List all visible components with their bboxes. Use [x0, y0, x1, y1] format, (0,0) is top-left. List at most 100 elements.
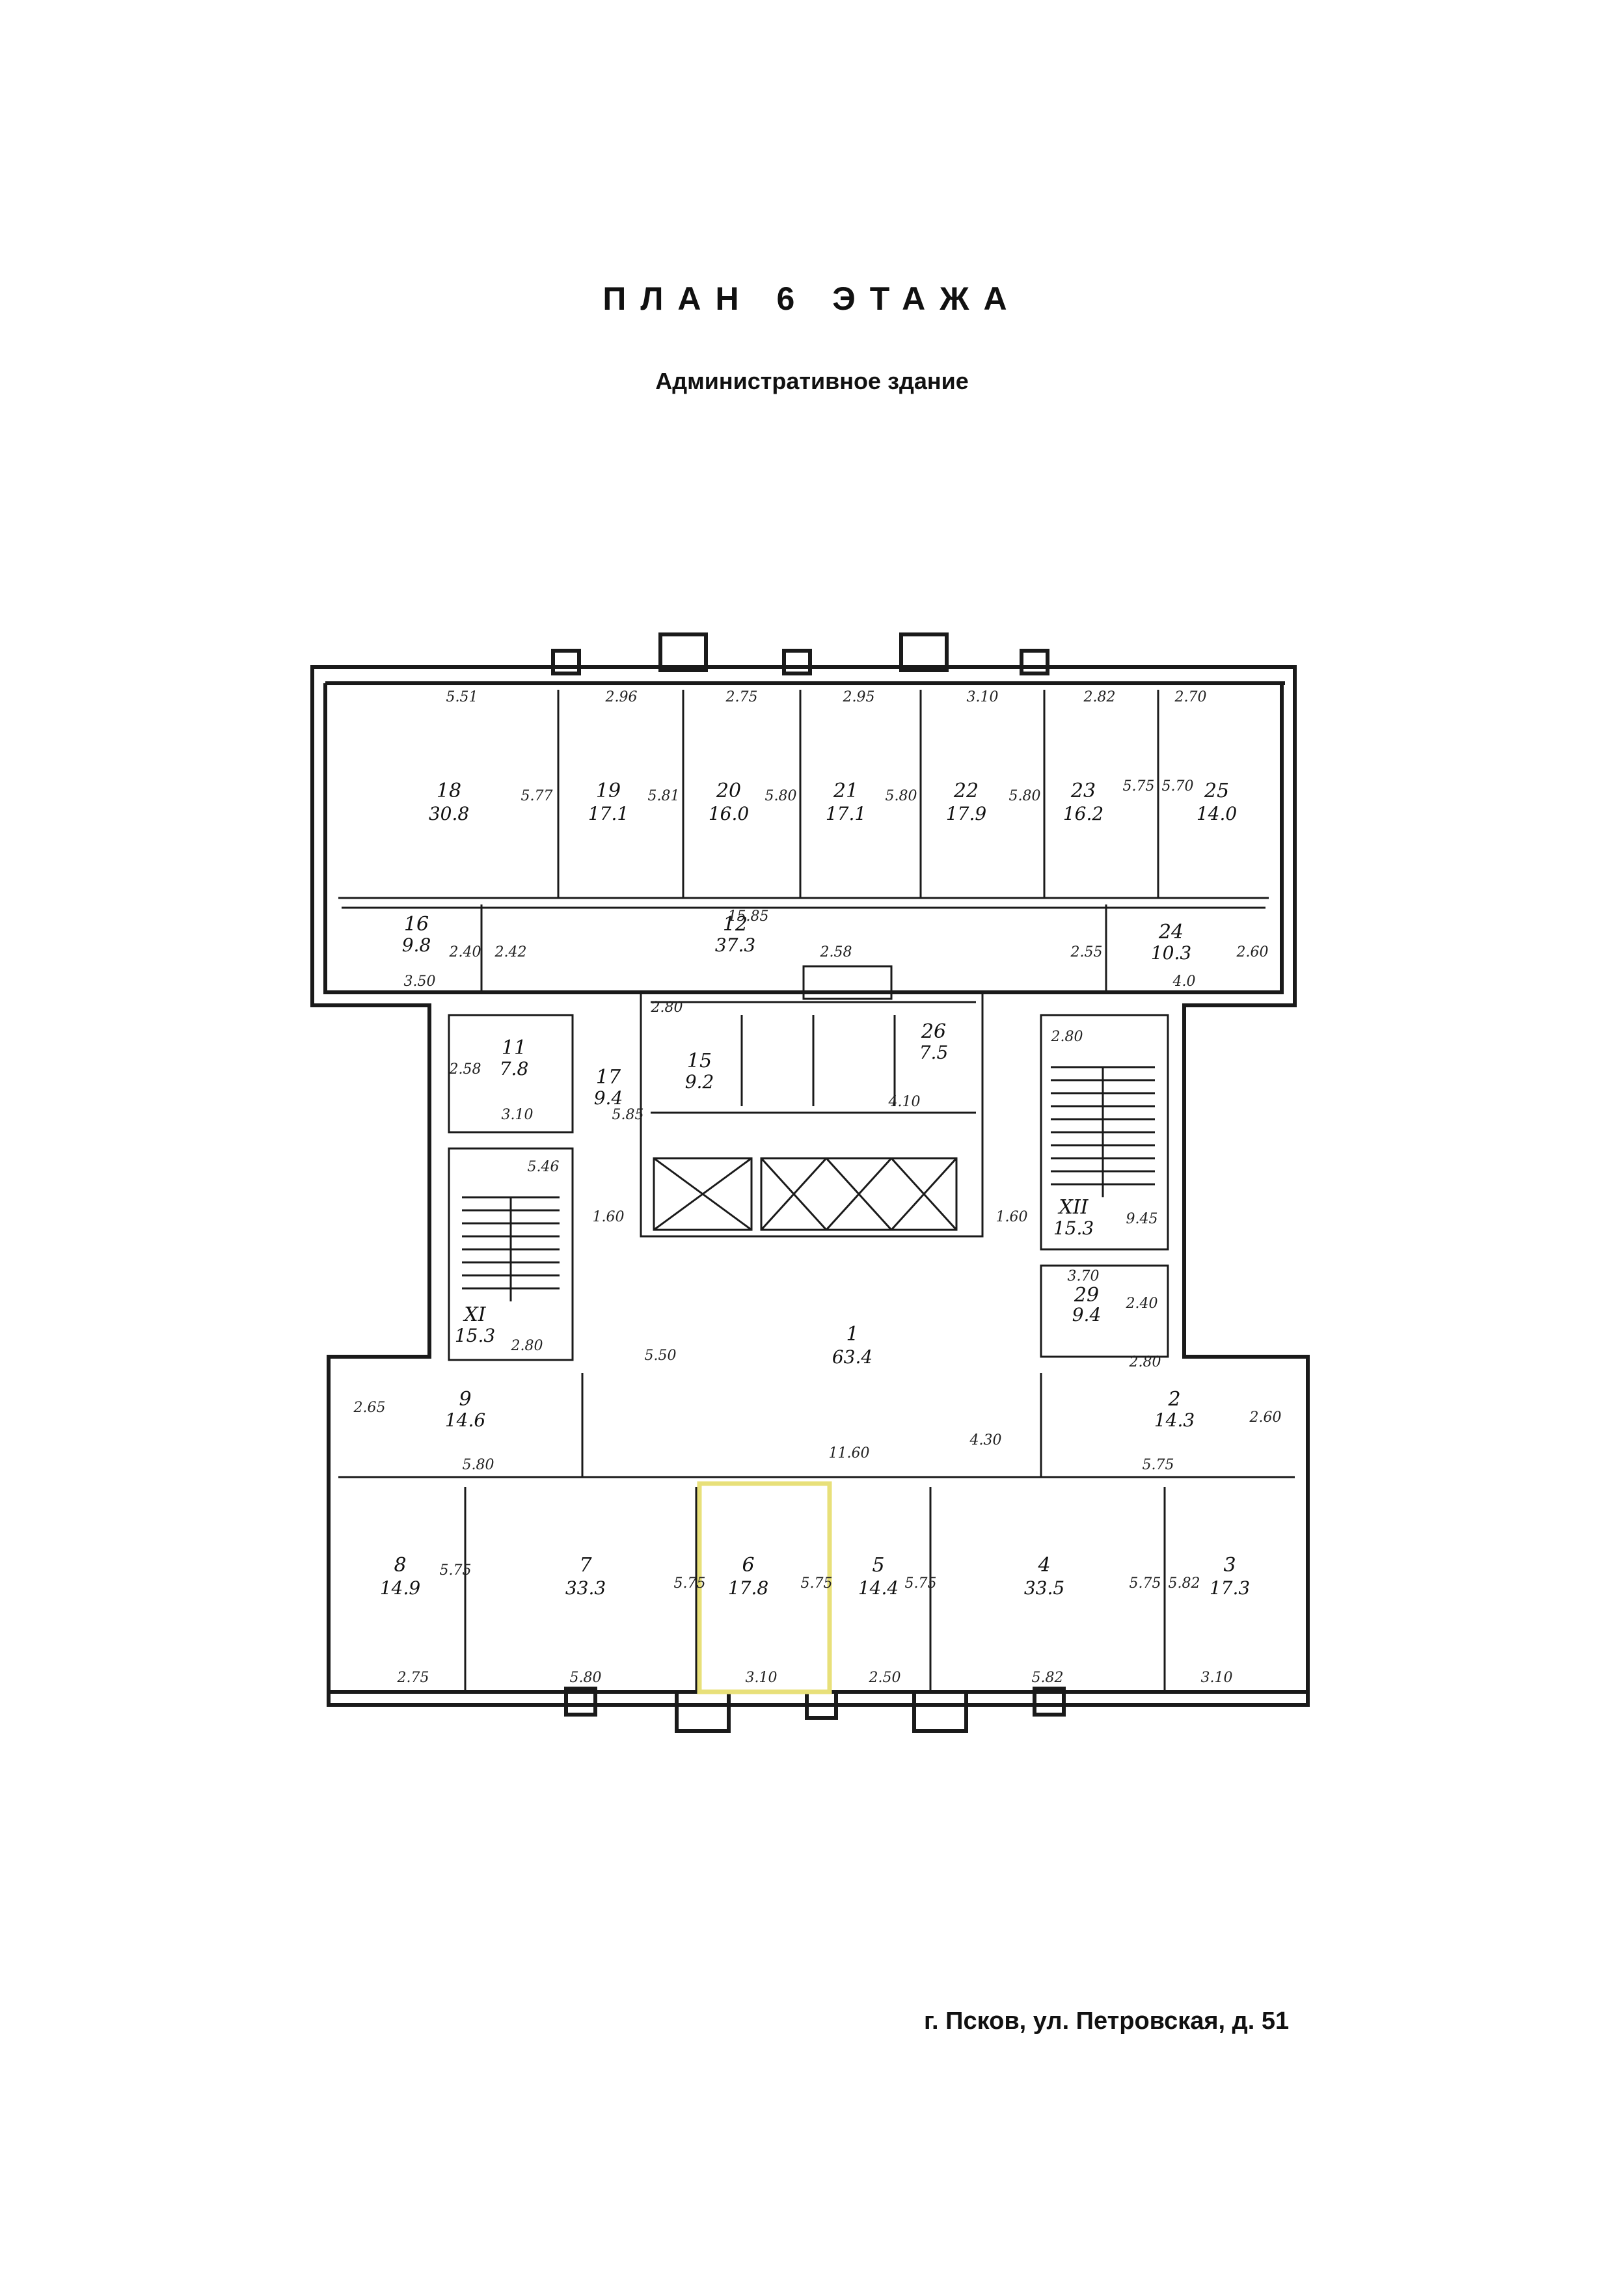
dim-label: 2.55	[1070, 944, 1103, 960]
room-num: 22	[953, 780, 979, 802]
room-num: 6	[742, 1554, 754, 1577]
room-area: 9.2	[685, 1071, 714, 1093]
dim-label: 2.65	[353, 1400, 386, 1416]
dim-label: 5.50	[645, 1348, 677, 1364]
dim-label: 3.10	[967, 689, 999, 705]
dim-label: 9.45	[1126, 1211, 1158, 1227]
room-area: 14.6	[445, 1409, 485, 1431]
dim-label: 2.80	[511, 1338, 543, 1354]
dim-label: 5.77	[521, 788, 553, 804]
plan-subtitle: Административное здание	[655, 368, 969, 394]
dim-label: 3.70	[1068, 1268, 1100, 1284]
dim-label: 2.95	[843, 689, 875, 705]
room-num: 4	[1037, 1554, 1050, 1577]
dim-label: 4.10	[888, 1094, 921, 1110]
room-area: 14.3	[1154, 1409, 1195, 1431]
dim-label: 3.50	[404, 973, 436, 990]
dimension-labels: 5.51 2.96 2.75 2.95 3.10 2.82 2.70 5.77 …	[353, 689, 1282, 1686]
dim-label: 2.96	[605, 689, 638, 705]
room-area: 17.1	[588, 803, 629, 824]
dim-label: 5.46	[528, 1159, 560, 1175]
dim-label: 5.80	[1009, 788, 1041, 804]
room-num: 20	[716, 780, 741, 802]
dim-label: 2.80	[1051, 1029, 1083, 1045]
dim-label: 5.75	[801, 1575, 833, 1592]
room-area: 17.3	[1210, 1577, 1250, 1599]
room-area: 30.8	[429, 803, 469, 824]
room-area: 17.9	[946, 803, 986, 824]
room-num: 12	[723, 913, 748, 936]
room-area: 16.2	[1063, 803, 1103, 824]
dim-label: 2.58	[449, 1061, 481, 1078]
dim-label: 5.75	[440, 1562, 472, 1579]
room-area: 9.4	[1072, 1304, 1102, 1325]
room-area: 14.9	[380, 1577, 420, 1599]
dim-label: 5.80	[765, 788, 797, 804]
dim-label: 15.85	[728, 908, 769, 925]
room-area: 14.0	[1197, 803, 1237, 824]
room-area: 10.3	[1151, 942, 1191, 964]
room-num: 9	[459, 1388, 471, 1411]
dim-label: 5.75	[1123, 778, 1155, 795]
dim-label: 2.60	[1249, 1409, 1282, 1426]
room-num: 25	[1204, 780, 1229, 802]
room-area: 63.4	[832, 1346, 873, 1368]
room-num: 8	[394, 1554, 406, 1577]
dim-label: 5.82	[1032, 1670, 1064, 1686]
dim-label: 5.82	[1169, 1575, 1200, 1592]
room-area: 33.3	[565, 1577, 606, 1599]
room-num: 16	[404, 913, 429, 936]
room-area: 16.0	[709, 803, 749, 824]
dim-label: 2.80	[651, 999, 683, 1016]
room-num: 19	[596, 780, 621, 802]
room-num: 26	[921, 1020, 946, 1043]
room-num: XII	[1057, 1196, 1089, 1219]
dim-label: 2.75	[725, 689, 758, 705]
dim-label: 2.80	[1129, 1354, 1161, 1370]
room-num: 17	[596, 1066, 621, 1089]
room-num: 29	[1074, 1284, 1099, 1307]
dim-label: 2.40	[449, 944, 481, 960]
plan-title: ПЛАН 6 ЭТАЖА	[602, 280, 1022, 317]
room-num: 3	[1223, 1554, 1236, 1577]
dim-label: 4.30	[969, 1432, 1002, 1448]
room-num: 1	[846, 1323, 858, 1346]
room-num: 24	[1158, 921, 1184, 944]
room-num: 11	[502, 1037, 526, 1059]
room-area: 7.8	[500, 1058, 529, 1080]
dim-label: 5.75	[1130, 1575, 1161, 1592]
room-area: 15.3	[455, 1325, 495, 1346]
room-area: 9.4	[594, 1087, 623, 1109]
room-num: 21	[833, 780, 858, 802]
room-num: 18	[437, 780, 461, 802]
dim-label: 1.60	[593, 1209, 625, 1225]
dim-label: 3.10	[1201, 1670, 1233, 1686]
dim-label: 2.50	[869, 1670, 901, 1686]
address-label: г. Псков, ул. Петровская, д. 51	[924, 2007, 1290, 2035]
room-area: 17.1	[826, 803, 866, 824]
dim-label: 5.75	[1143, 1457, 1174, 1473]
dim-label: 2.82	[1083, 689, 1116, 705]
highlight-room-6	[697, 1481, 832, 1694]
room-area: 9.8	[402, 934, 431, 956]
room-area: 7.5	[919, 1042, 949, 1063]
dim-label: 1.60	[996, 1209, 1028, 1225]
dim-label: 2.58	[820, 944, 852, 960]
room-area: 14.4	[858, 1577, 899, 1599]
dim-label: 11.60	[829, 1445, 870, 1461]
room-num: 15	[687, 1050, 712, 1072]
dim-label: 2.60	[1236, 944, 1269, 960]
left-stair-treads	[462, 1196, 560, 1301]
dim-label: 3.10	[502, 1107, 534, 1123]
room-num: XI	[463, 1303, 486, 1326]
dim-label: 2.70	[1174, 689, 1207, 705]
dim-label: 5.70	[1162, 778, 1194, 795]
dim-label: 5.80	[886, 788, 917, 804]
room-area: 17.8	[728, 1577, 768, 1599]
room-num: 7	[579, 1554, 592, 1577]
dim-label: 5.80	[463, 1457, 494, 1473]
dim-label: 5.80	[570, 1670, 602, 1686]
north-wing-walls	[310, 632, 1310, 1733]
dim-label: 4.0	[1172, 973, 1196, 990]
dim-label: 2.75	[397, 1670, 429, 1686]
